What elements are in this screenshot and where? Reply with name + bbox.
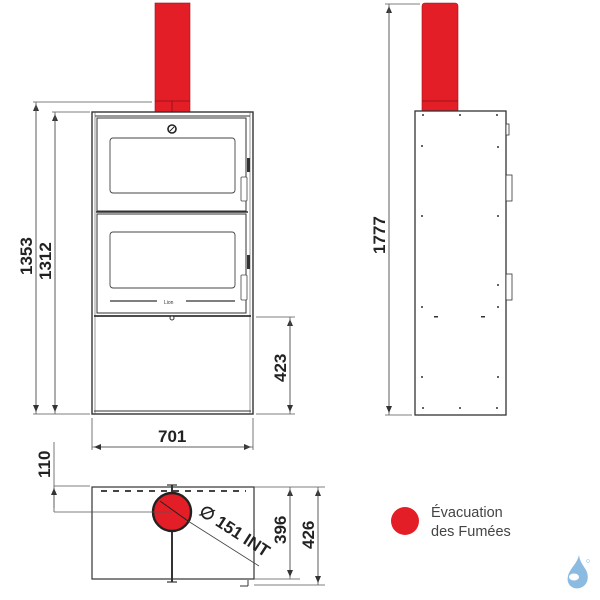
dim-body-height: 1312: [36, 242, 55, 280]
lower-door-glass: [109, 231, 236, 289]
lower-door-handle: [240, 274, 248, 301]
legend-flue-swatch: [391, 507, 419, 535]
dim-flue-offset: 110: [35, 451, 54, 478]
top-view: [54, 484, 260, 587]
side-dimensions: [385, 3, 420, 416]
top-dimensions: [51, 442, 325, 586]
water-drop-logo-icon: [567, 555, 590, 589]
dim-total-height: 1353: [17, 237, 36, 275]
dim-depth-total: 426: [299, 521, 318, 549]
side-flue-pipe: [421, 2, 459, 114]
legend-label-line2: des Fumées: [431, 524, 511, 540]
dim-total-height-with-flue: 1777: [370, 216, 389, 254]
dim-base-height: 423: [271, 354, 290, 382]
dim-width: 701: [158, 427, 186, 446]
upper-door-glass: [109, 137, 236, 194]
upper-door-handle: [240, 176, 248, 202]
side-view: [414, 2, 513, 416]
side-body: [414, 110, 507, 416]
front-dimensions: [33, 101, 295, 450]
dim-depth-inner: 396: [271, 516, 290, 544]
legend-label-line1: Évacuation: [431, 505, 503, 521]
front-view: Lion: [91, 2, 254, 415]
front-flue-pipe: [154, 2, 191, 114]
svg-text:Lion: Lion: [164, 300, 174, 306]
legend-label: Évacuation des Fumées: [431, 504, 511, 542]
